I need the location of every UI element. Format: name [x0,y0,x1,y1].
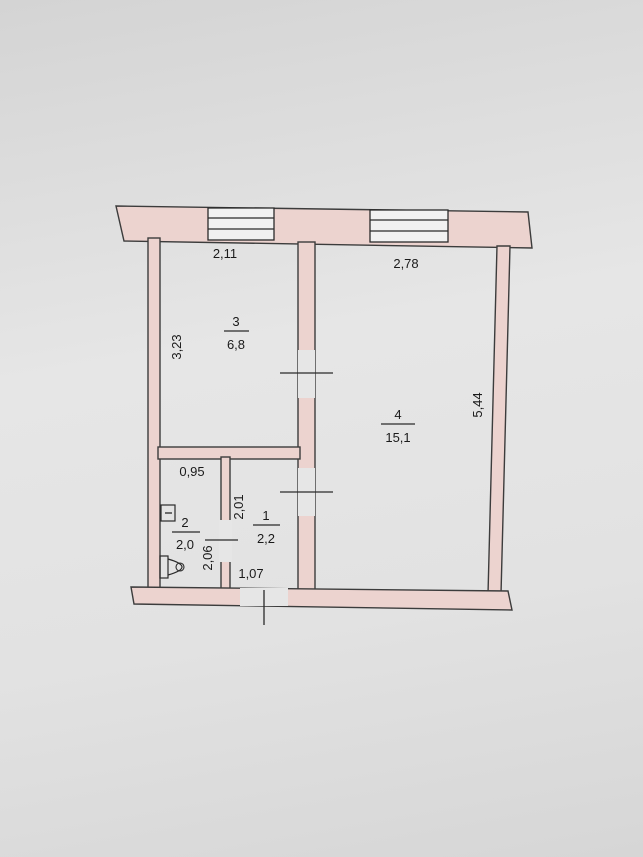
dim-room3-width: 2,11 [213,246,237,261]
room-4-label: 4 15,1 [381,407,415,445]
room-number: 4 [394,407,401,422]
room-area: 6,8 [227,337,245,352]
right-wall [487,245,511,595]
door-icon [280,350,333,398]
room-area: 2,0 [176,537,194,552]
window-icon [207,207,275,241]
dim-room4-height: 5,44 [470,392,485,417]
partition-wall [297,241,316,591]
dim-bath-height: 2,06 [200,545,215,570]
room-area: 15,1 [385,430,410,445]
room-2-label: 2 2,0 [172,515,200,552]
sink-icon [160,504,176,522]
room-1-label: 1 2,2 [253,508,280,546]
dim-hall-height: 2,01 [231,494,246,519]
door-icon [240,588,288,625]
top-wall [115,205,533,249]
dim-room4-width: 2,78 [393,256,418,271]
room-number: 1 [262,508,269,523]
bottom-wall [130,586,513,611]
dim-hall-width: 1,07 [238,566,263,581]
toilet-icon [159,555,185,579]
room-number: 2 [181,515,188,530]
dim-bath-width: 0,95 [179,464,204,479]
door-icon [280,468,333,516]
dim-room3-height: 3,23 [169,334,184,359]
room-number: 3 [232,314,239,329]
window-icon [369,209,449,243]
left-wall [147,237,161,591]
room-3-label: 3 6,8 [224,314,249,352]
door-icon [205,520,238,562]
room-area: 2,2 [257,531,275,546]
